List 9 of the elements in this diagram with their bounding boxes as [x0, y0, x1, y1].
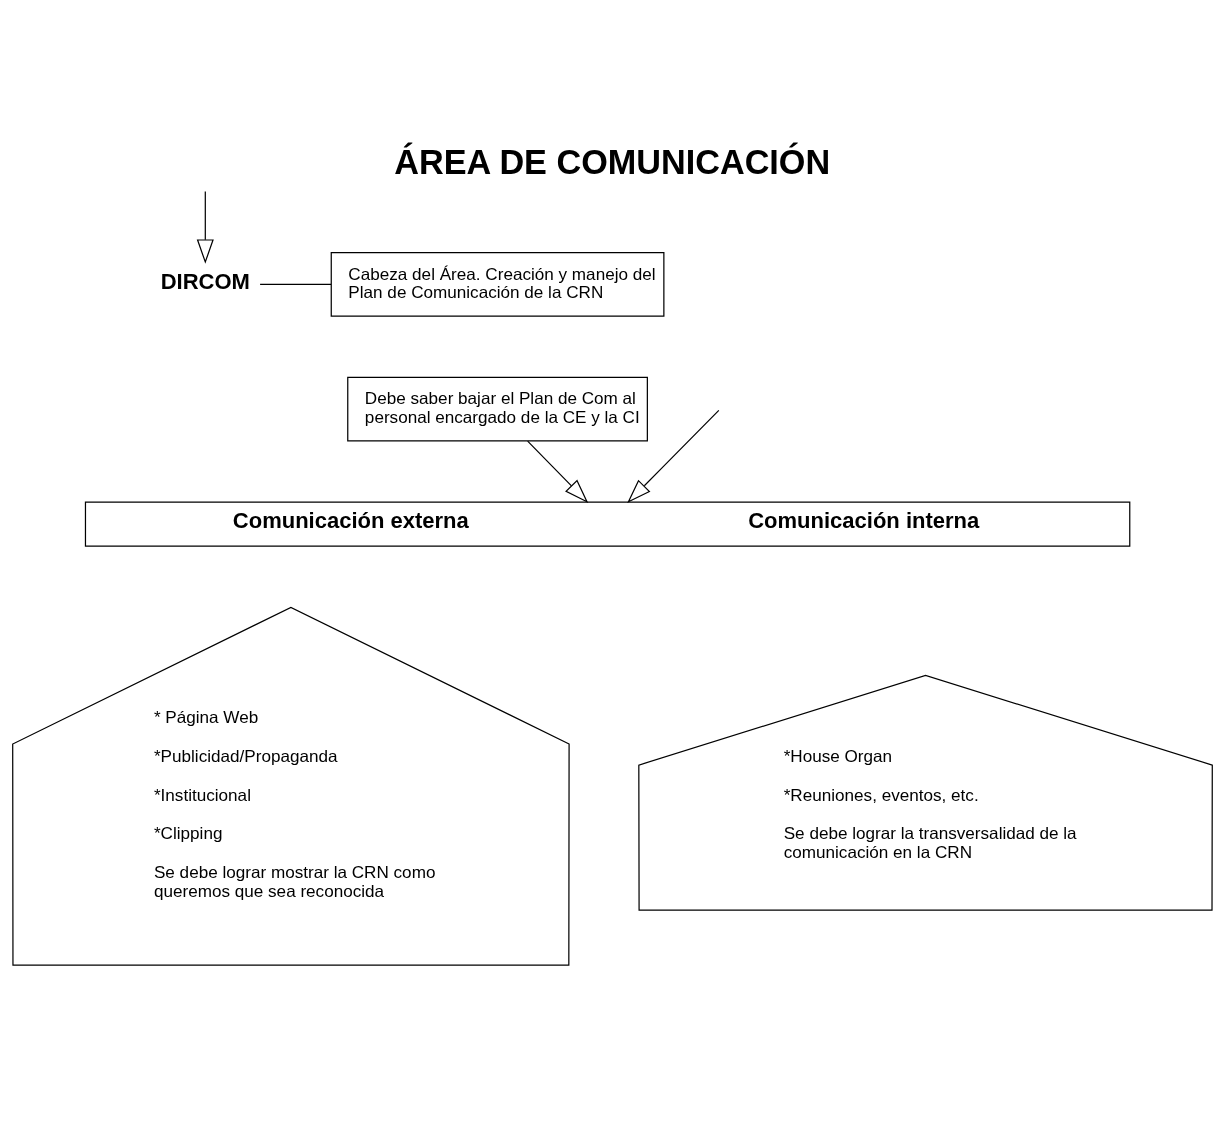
- arrow: [627, 409, 720, 503]
- connector: [259, 283, 332, 285]
- node-box: Comunicación externa Comunicación interna: [84, 500, 1131, 547]
- node-box: Cabeza del Área. Creación y manejo del Plan de Comunicación de la CRN: [330, 251, 665, 317]
- node-box: Debe saber bajar el Plan de Com al personal encargado de la CE y la CI: [347, 376, 648, 442]
- arrow: [527, 439, 589, 503]
- node-text: DIRCOM: [160, 268, 250, 294]
- arrow: [196, 190, 214, 264]
- diagram-title: ÁREA DE COMUNICACIÓN: [394, 142, 831, 181]
